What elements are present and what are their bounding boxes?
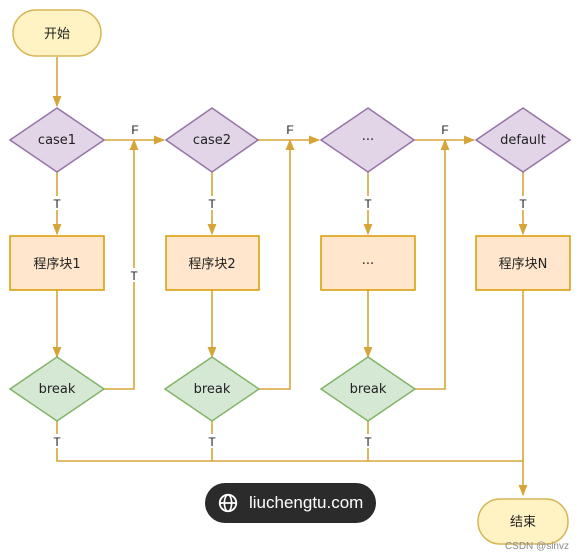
- label-t-default: T: [519, 197, 527, 211]
- break1-label: break: [39, 382, 76, 397]
- block2-box: [165, 235, 260, 291]
- start-terminal: [12, 9, 102, 57]
- label-f-casemore: F: [441, 123, 448, 137]
- blockN-label: 程序块N: [499, 257, 548, 272]
- label-t-casemore: T: [364, 197, 372, 211]
- end-terminal: [477, 498, 569, 545]
- case2-label: case2: [193, 133, 231, 148]
- label-t-break1: T: [53, 435, 61, 449]
- block1-box: [9, 235, 105, 291]
- edge-break-bus: [56, 421, 523, 462]
- edge-break3-next: [415, 138, 450, 390]
- break3-diamond: [319, 356, 417, 422]
- block-more-box: [320, 235, 416, 291]
- label-f-case2: F: [286, 123, 293, 137]
- start-label: 开始: [44, 27, 70, 42]
- label-f-case1: F: [131, 123, 138, 137]
- label-t-break1-return: T: [130, 269, 138, 283]
- block1-label: 程序块1: [33, 257, 80, 272]
- label-t-case1: T: [53, 197, 61, 211]
- label-t-break3: T: [364, 435, 372, 449]
- case1-diamond: [8, 107, 106, 173]
- case-more-diamond: [319, 107, 416, 173]
- default-label: default: [500, 133, 546, 148]
- case2-diamond: [164, 107, 260, 173]
- globe-icon: [218, 493, 238, 513]
- watermark-badge: liuchengtu.com: [205, 483, 376, 523]
- block-more-label: ···: [362, 257, 374, 272]
- case-more-label: ···: [362, 133, 374, 148]
- watermark-text: liuchengtu.com: [249, 493, 364, 512]
- edge-break1-next: [104, 138, 139, 390]
- break2-diamond: [163, 356, 261, 422]
- source-credit: CSDN @sinvz: [504, 541, 569, 552]
- blockN-box: [475, 235, 571, 291]
- break1-diamond: [8, 356, 106, 422]
- edge-break2-next: [259, 138, 295, 390]
- label-t-case2: T: [208, 197, 216, 211]
- block2-label: 程序块2: [188, 257, 235, 272]
- end-label: 结束: [510, 515, 536, 530]
- label-t-break2: T: [208, 435, 216, 449]
- break3-label: break: [350, 382, 387, 397]
- default-diamond: [474, 107, 572, 173]
- case1-label: case1: [38, 133, 76, 148]
- connectors: [52, 57, 528, 497]
- break2-label: break: [194, 382, 231, 397]
